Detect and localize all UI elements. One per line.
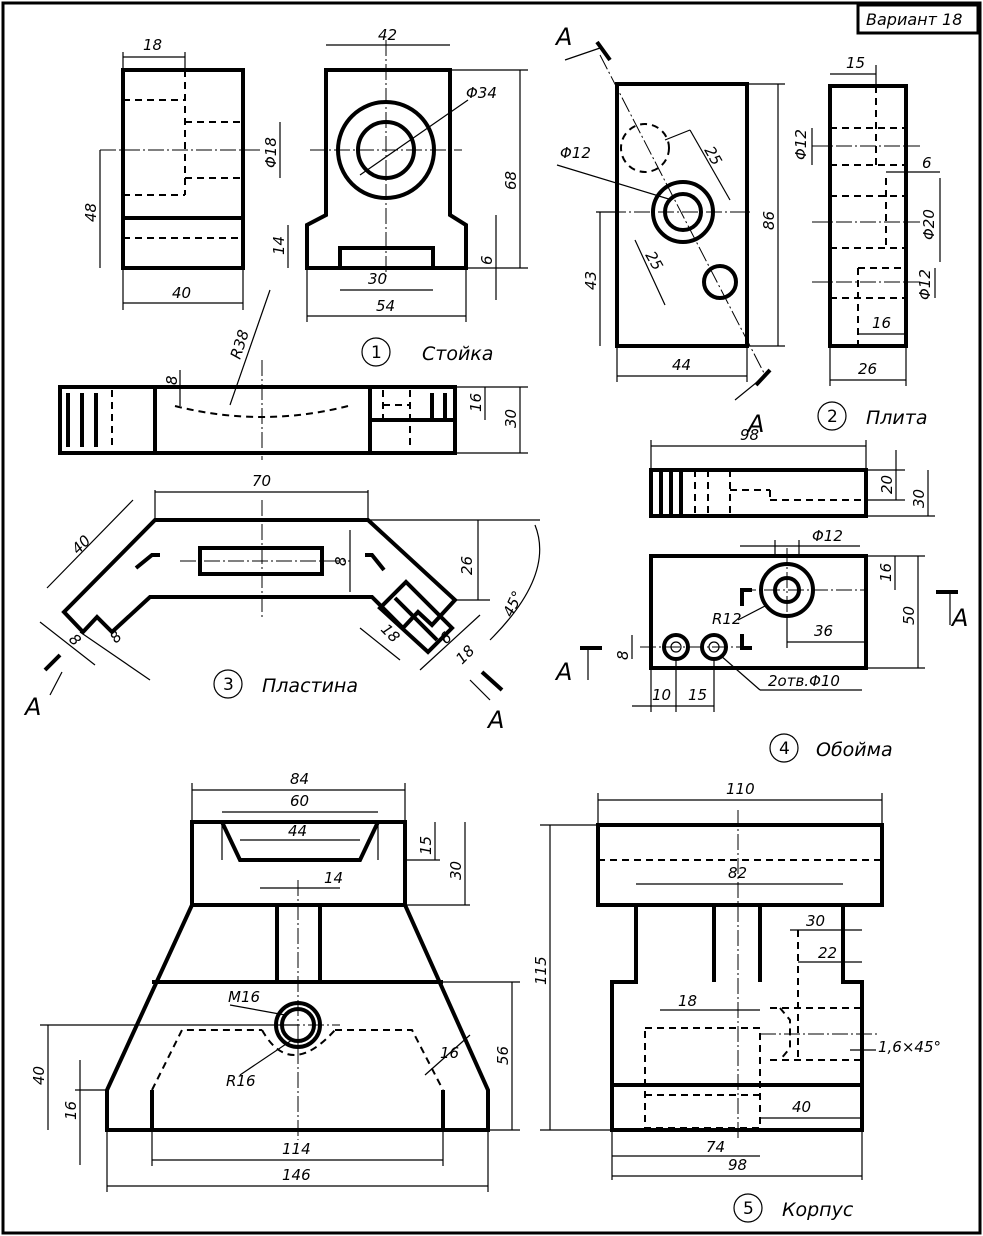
- svg-text:110: 110: [726, 780, 755, 798]
- svg-text:4: 4: [779, 739, 790, 759]
- svg-text:Φ12: Φ12: [916, 269, 934, 300]
- svg-text:30: 30: [910, 489, 928, 508]
- svg-text:18: 18: [452, 642, 478, 668]
- svg-text:146: 146: [282, 1166, 311, 1184]
- svg-text:10: 10: [652, 686, 671, 704]
- svg-text:25: 25: [642, 248, 667, 274]
- svg-text:Φ34: Φ34: [466, 84, 497, 102]
- svg-text:6: 6: [922, 154, 932, 172]
- svg-text:15: 15: [417, 836, 435, 855]
- svg-text:А: А: [950, 604, 968, 632]
- svg-text:8: 8: [614, 650, 632, 660]
- svg-text:16: 16: [467, 393, 485, 412]
- svg-text:Плита: Плита: [866, 407, 928, 429]
- svg-text:98: 98: [728, 1156, 747, 1174]
- svg-text:А: А: [554, 23, 572, 51]
- part-4-oboima: 20 30 98 Φ12 16 50 R12 36 8: [554, 426, 968, 763]
- svg-text:2: 2: [827, 407, 838, 427]
- svg-text:Обойма: Обойма: [816, 739, 893, 761]
- svg-text:Φ12: Φ12: [560, 144, 591, 162]
- svg-text:Стойка: Стойка: [422, 343, 493, 365]
- svg-text:8: 8: [332, 556, 350, 566]
- svg-text:А: А: [746, 410, 764, 438]
- svg-text:74: 74: [706, 1138, 725, 1156]
- svg-text:30: 30: [502, 409, 520, 428]
- svg-text:16: 16: [877, 563, 895, 582]
- svg-text:Φ20: Φ20: [920, 209, 938, 240]
- part-2-plita: А А Φ12 25 25 43 86 44: [554, 23, 941, 438]
- svg-text:26: 26: [858, 360, 877, 378]
- svg-text:30: 30: [447, 861, 465, 880]
- svg-text:M16: M16: [228, 988, 260, 1006]
- svg-text:86: 86: [760, 211, 778, 230]
- svg-text:36: 36: [814, 622, 833, 640]
- svg-text:68: 68: [502, 171, 520, 190]
- svg-text:114: 114: [282, 1140, 311, 1158]
- svg-text:8: 8: [65, 630, 84, 649]
- svg-text:16: 16: [440, 1044, 459, 1062]
- svg-text:44: 44: [288, 822, 307, 840]
- svg-text:Пластина: Пластина: [262, 675, 358, 697]
- svg-text:18: 18: [143, 36, 162, 54]
- svg-text:1: 1: [371, 343, 382, 363]
- svg-text:54: 54: [376, 297, 395, 315]
- variant-label: Вариант 18: [866, 10, 962, 29]
- svg-text:8: 8: [163, 375, 181, 385]
- svg-text:6: 6: [436, 628, 455, 647]
- svg-text:15: 15: [846, 54, 865, 72]
- svg-text:Корпус: Корпус: [782, 1199, 854, 1221]
- svg-text:26: 26: [458, 556, 476, 575]
- svg-text:60: 60: [290, 792, 309, 810]
- svg-text:84: 84: [290, 770, 309, 788]
- svg-text:98: 98: [740, 426, 759, 444]
- variant-box: [856, 3, 980, 35]
- svg-text:40: 40: [68, 532, 94, 558]
- svg-text:16: 16: [62, 1101, 80, 1120]
- svg-text:40: 40: [30, 1066, 48, 1085]
- svg-text:Φ12: Φ12: [812, 527, 843, 545]
- svg-text:115: 115: [532, 956, 550, 985]
- svg-text:48: 48: [82, 203, 100, 222]
- svg-text:40: 40: [172, 284, 191, 302]
- part-3-plastina: 70 40 8 26 45° 8 8 18 6 18 А А 3 Пластин…: [23, 472, 541, 734]
- svg-text:R12: R12: [712, 610, 742, 628]
- svg-text:14: 14: [324, 869, 343, 887]
- svg-text:20: 20: [878, 475, 896, 494]
- svg-text:А: А: [554, 658, 572, 686]
- svg-text:Φ18: Φ18: [262, 137, 280, 168]
- svg-text:22: 22: [818, 944, 837, 962]
- svg-text:R38: R38: [227, 328, 253, 362]
- svg-text:30: 30: [368, 270, 387, 288]
- svg-text:15: 15: [688, 686, 707, 704]
- svg-text:6: 6: [478, 255, 496, 265]
- svg-text:42: 42: [378, 26, 397, 44]
- svg-text:2отв.Φ10: 2отв.Φ10: [768, 672, 840, 690]
- svg-text:Φ12: Φ12: [792, 129, 810, 160]
- svg-text:45°: 45°: [499, 588, 527, 620]
- svg-text:16: 16: [872, 314, 891, 332]
- svg-text:40: 40: [792, 1098, 811, 1116]
- svg-text:1,6×45°: 1,6×45°: [878, 1038, 941, 1056]
- svg-text:18: 18: [678, 992, 697, 1010]
- svg-text:70: 70: [252, 472, 271, 490]
- svg-text:3: 3: [223, 675, 234, 695]
- part-1-stoika: 18 48 Φ18 40 42 Φ34 68 14 6 30 54: [58, 26, 528, 460]
- svg-text:5: 5: [743, 1199, 754, 1219]
- svg-text:50: 50: [900, 606, 918, 625]
- svg-text:56: 56: [494, 1046, 512, 1065]
- part-5-korpus: 84 60 44 15 30 14 M16 R16 40 16 16 56 11…: [30, 770, 941, 1223]
- svg-text:А: А: [23, 693, 41, 721]
- svg-text:30: 30: [806, 912, 825, 930]
- svg-text:R16: R16: [226, 1072, 256, 1090]
- svg-text:14: 14: [270, 236, 288, 255]
- svg-text:44: 44: [672, 356, 691, 374]
- svg-text:43: 43: [582, 271, 600, 290]
- svg-text:А: А: [486, 706, 504, 734]
- svg-text:82: 82: [728, 864, 747, 882]
- svg-text:25: 25: [701, 143, 726, 169]
